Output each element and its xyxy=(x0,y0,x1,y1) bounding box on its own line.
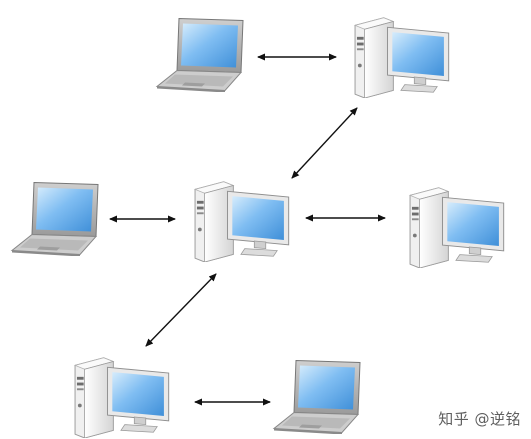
desktop-icon-center xyxy=(194,181,290,262)
edge-desktop-center-to-desktop-bottom-left xyxy=(145,273,217,347)
desktop-icon-bottom-left xyxy=(74,357,170,438)
desktop-icon-top-right xyxy=(354,17,450,98)
desktop-icon-middle-right xyxy=(409,187,505,268)
laptop-icon-top xyxy=(156,17,244,92)
laptop-icon-bottom-right xyxy=(273,359,361,434)
edge-desktop-top-right-to-desktop-center xyxy=(291,107,358,179)
watermark-text: 知乎 @逆铭 xyxy=(438,410,521,428)
laptop-icon-middle-left xyxy=(11,181,99,256)
